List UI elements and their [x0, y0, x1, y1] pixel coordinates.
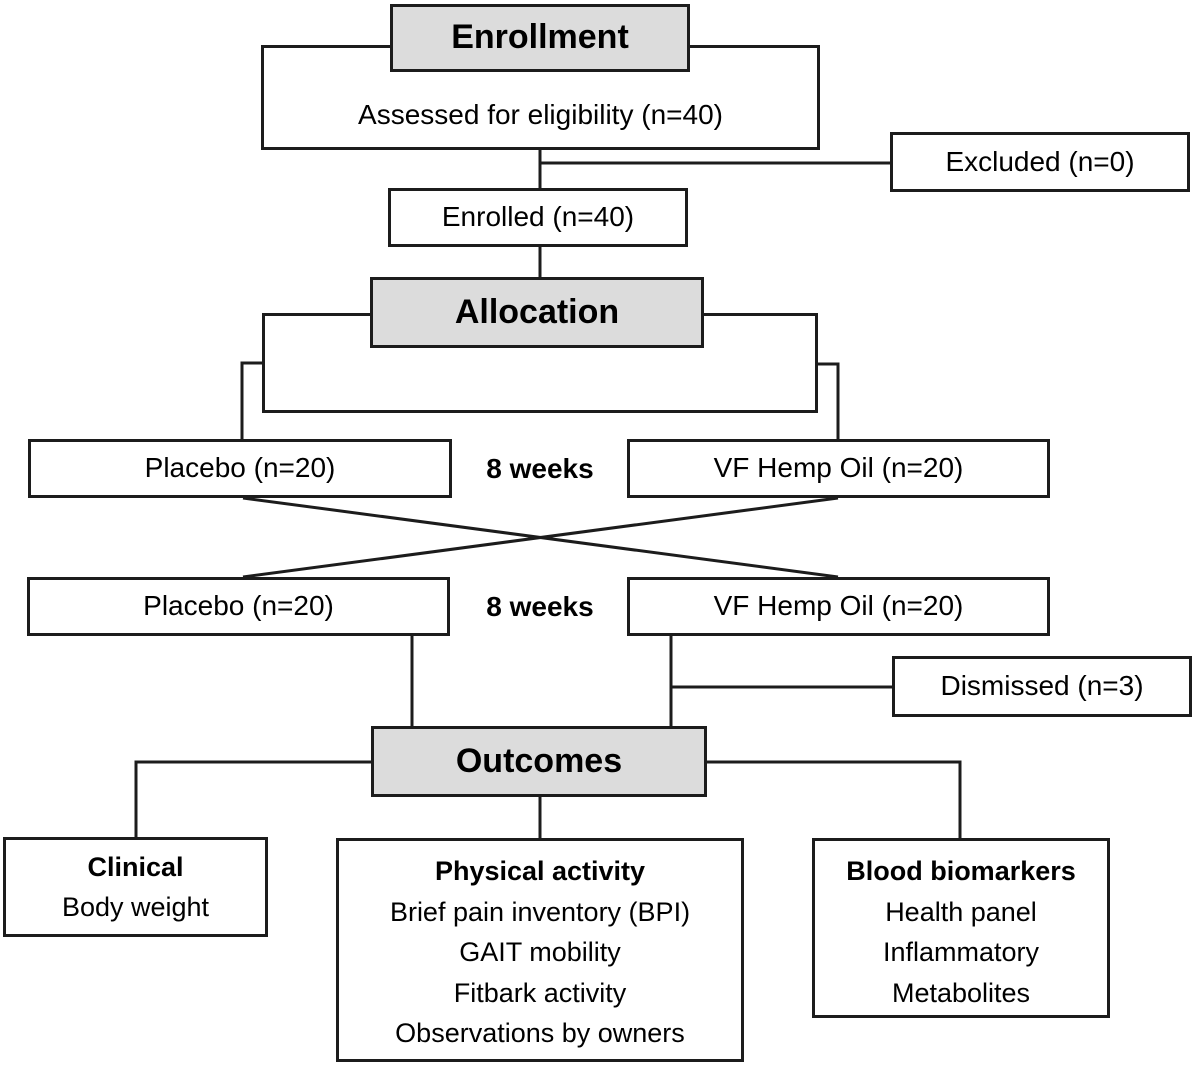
assessed-box: Assessed for eligibility (n=40) [261, 45, 820, 150]
line-crossover-vf-to-placebo [242, 496, 839, 579]
physical-activity-title: Physical activity [434, 856, 646, 886]
blood-biomarkers-title: Blood biomarkers [846, 856, 1076, 886]
clinical-title: Clinical [87, 851, 184, 882]
vf-hemp-oil-period2-box: VF Hemp Oil (n=20) [627, 577, 1050, 636]
placebo-period2-label: Placebo (n=20) [143, 590, 334, 622]
line-bracket-right-drop [818, 362, 840, 439]
blood-biomarkers-item: Inflammatory [882, 937, 1040, 967]
vf-hemp-oil-period1-box: VF Hemp Oil (n=20) [627, 439, 1050, 498]
excluded-box: Excluded (n=0) [890, 132, 1190, 192]
blood-biomarkers-item: Health panel [885, 896, 1037, 927]
placebo-period1-box: Placebo (n=20) [28, 439, 452, 498]
blood-biomarkers-item: Metabolites [891, 977, 1031, 1008]
duration-period1-text: 8 weeks [486, 452, 594, 484]
allocation-header-label: Allocation [454, 292, 620, 331]
clinical-item: Body weight [61, 892, 210, 922]
physical-activity-item: Brief pain inventory (BPI) [389, 896, 691, 927]
excluded-label: Excluded (n=0) [945, 145, 1135, 177]
enrollment-header-label: Enrollment [451, 18, 629, 57]
placebo-period1-label: Placebo (n=20) [144, 452, 336, 484]
outcomes-header: Outcomes [371, 726, 707, 797]
clinical-outcomes-box: Clinical Body weight [3, 837, 268, 937]
enrolled-box: Enrolled (n=40) [388, 188, 688, 247]
allocation-header: Allocation [370, 277, 704, 348]
dismissed-box: Dismissed (n=3) [892, 656, 1192, 717]
duration-period2-label: 8 weeks [460, 577, 620, 636]
line-bracket-left-drop [240, 361, 262, 439]
assessed-label: Assessed for eligibility (n=40) [358, 98, 723, 130]
enrolled-label: Enrolled (n=40) [441, 201, 635, 233]
enrollment-header: Enrollment [390, 4, 690, 72]
duration-period2-text: 8 weeks [486, 590, 594, 622]
physical-activity-item: Observations by owners [395, 1018, 685, 1048]
blood-biomarkers-outcomes-box: Blood biomarkers Health panel Inflammato… [812, 838, 1110, 1018]
vf-hemp-oil-period2-label: VF Hemp Oil (n=20) [713, 590, 964, 622]
line-outcomes-blood [707, 760, 962, 839]
physical-activity-outcomes-box: Physical activity Brief pain inventory (… [336, 838, 744, 1062]
duration-period1-label: 8 weeks [460, 439, 620, 498]
physical-activity-item: GAIT mobility [459, 937, 621, 967]
outcomes-header-label: Outcomes [455, 741, 623, 780]
dismissed-label: Dismissed (n=3) [940, 670, 1144, 702]
vf-hemp-oil-period1-label: VF Hemp Oil (n=20) [713, 452, 964, 484]
placebo-period2-box: Placebo (n=20) [27, 577, 450, 636]
line-outcomes-clinical [134, 760, 371, 838]
physical-activity-item: Fitbark activity [453, 977, 627, 1008]
